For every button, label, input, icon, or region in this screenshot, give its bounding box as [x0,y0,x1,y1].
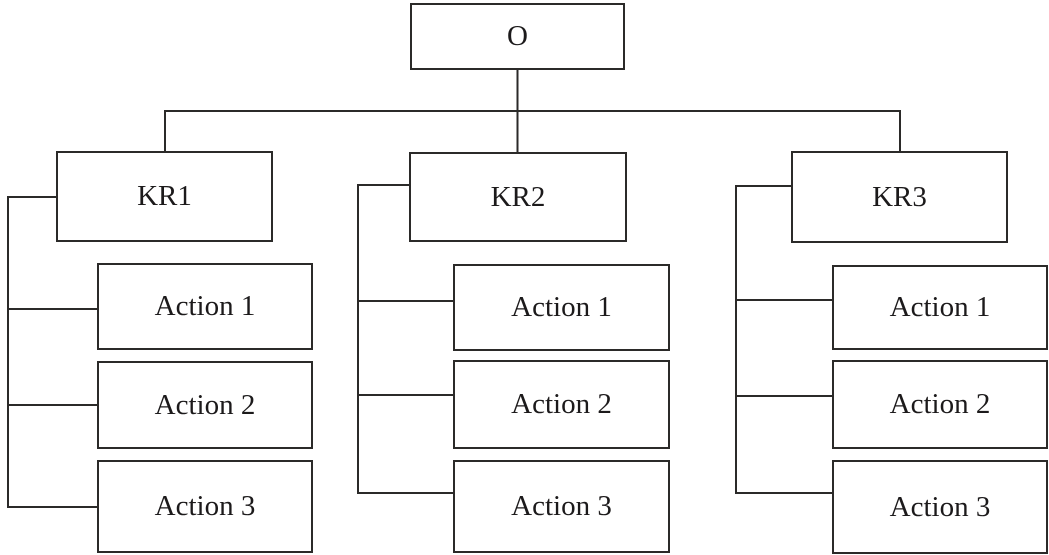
connector-rail-kr1-kr3 [164,110,901,151]
objective-node: O [410,3,625,70]
connector-kr3-actions-spine [735,185,832,494]
kr3-action-2-node: Action 2 [832,360,1048,449]
kr1-label: KR1 [137,180,192,212]
connector-kr1-actions-spine [7,196,97,508]
kr1-action-3-node: Action 3 [97,460,313,553]
kr2-action-3-label: Action 3 [511,490,612,522]
kr2-action-1-label: Action 1 [511,291,612,323]
kr3-action-1-node: Action 1 [832,265,1048,350]
kr1-action-2-node: Action 2 [97,361,313,449]
kr3-action-3-label: Action 3 [889,490,991,523]
kr3-action-3-node: Action 3 [832,460,1048,554]
kr1-action-3-label: Action 3 [154,490,256,522]
objective-label: O [507,20,528,52]
kr2-action-2-label: Action 2 [511,388,612,420]
connector-kr2-actions-spine [357,184,453,494]
kr3-node: KR3 [791,151,1008,243]
kr2-action-1-node: Action 1 [453,264,670,351]
kr2-action-3-node: Action 3 [453,460,670,553]
kr2-node: KR2 [409,152,627,242]
kr2-action-2-node: Action 2 [453,360,670,449]
kr3-label: KR3 [872,180,927,213]
kr2-label: KR2 [490,180,546,213]
kr1-action-1-label: Action 1 [154,290,256,322]
kr3-action-2-label: Action 2 [889,388,991,420]
kr1-action-1-node: Action 1 [97,263,313,350]
kr1-action-2-label: Action 2 [154,388,256,421]
kr3-action-1-label: Action 1 [889,291,991,323]
kr1-node: KR1 [56,151,273,242]
